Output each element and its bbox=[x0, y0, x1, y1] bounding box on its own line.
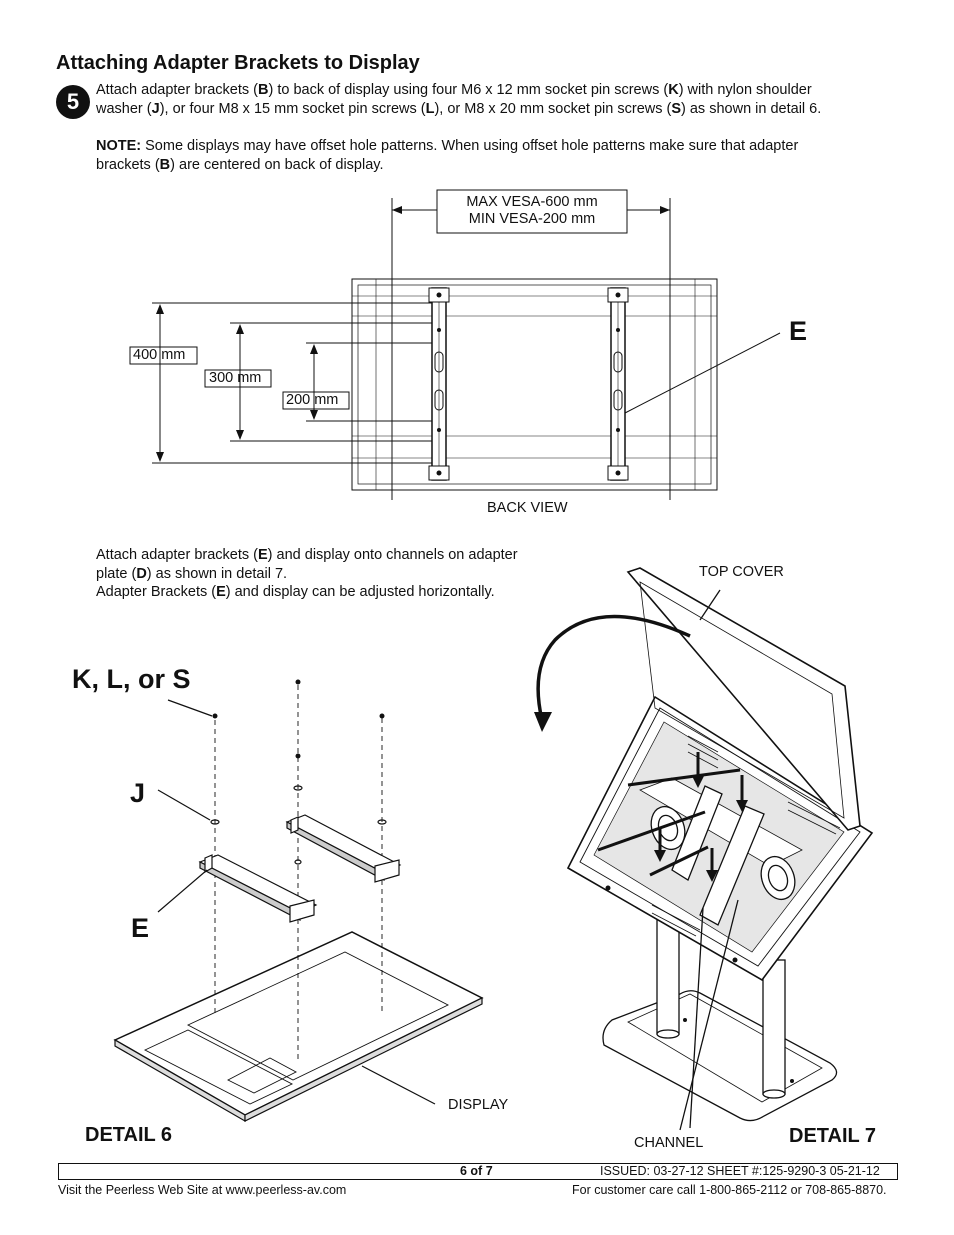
step-number-badge: 5 bbox=[56, 85, 90, 119]
dim-400-label: 400 mm bbox=[133, 347, 186, 363]
part-e-label-back-view: E bbox=[789, 316, 808, 346]
instruction-paragraph-2: Attach adapter brackets (E) and display … bbox=[96, 547, 518, 600]
customer-care-text: For customer care call 1-800-865-2112 or… bbox=[572, 1183, 887, 1197]
bracket-e-label: E bbox=[131, 913, 150, 943]
note-paragraph: NOTE: Some displays may have offset hole… bbox=[96, 138, 799, 173]
dim-200-label: 200 mm bbox=[286, 392, 339, 408]
display-label: DISPLAY bbox=[448, 1097, 509, 1113]
dim-300-label: 300 mm bbox=[209, 370, 262, 386]
channel-label: CHANNEL bbox=[634, 1135, 704, 1151]
issued-sheet-info: ISSUED: 03-27-12 SHEET #:125-9290-3 05-2… bbox=[600, 1164, 880, 1178]
vesa-label: MAX VESA-600 mm MIN VESA-200 mm bbox=[466, 194, 598, 227]
washer-j-label: J bbox=[130, 778, 146, 808]
top-cover-label: TOP COVER bbox=[699, 564, 784, 580]
page-number: 6 of 7 bbox=[460, 1164, 493, 1178]
footer-bar bbox=[58, 1163, 898, 1180]
website-link[interactable]: Visit the Peerless Web Site at www.peerl… bbox=[58, 1183, 347, 1197]
section-heading: Attaching Adapter Brackets to Display bbox=[56, 52, 420, 74]
instruction-paragraph-1: Attach adapter brackets (B) to back of d… bbox=[96, 82, 822, 117]
detail-6-title: DETAIL 6 bbox=[85, 1124, 173, 1146]
screws-kls-label: K, L, or S bbox=[72, 664, 191, 694]
detail-7-title: DETAIL 7 bbox=[789, 1125, 877, 1147]
back-view-caption: BACK VIEW bbox=[487, 500, 568, 516]
